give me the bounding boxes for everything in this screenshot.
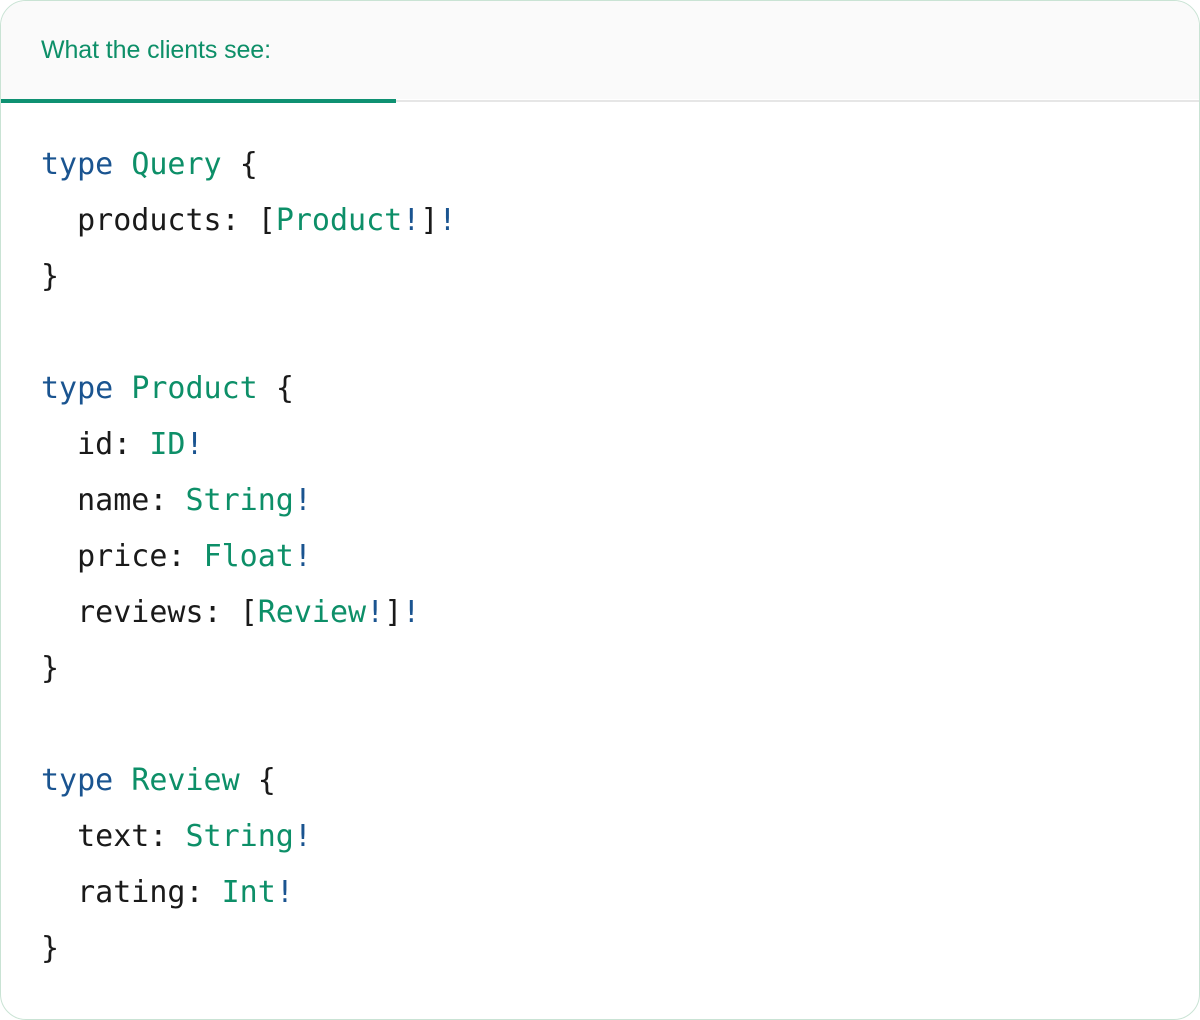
code-token-punct: : [203,595,222,630]
code-token-plain [186,539,204,574]
code-token-punct: : [113,427,132,462]
code-token-plain [167,819,185,854]
code-token-type: Review [257,595,367,630]
code-token-plain [41,483,77,518]
code-token-plain [113,371,131,406]
code-token-field: name [77,483,150,518]
code-token-bang: ! [402,203,421,238]
code-token-plain [113,763,131,798]
code-token-type: Query [131,147,222,182]
code-root: type Query { products: [Product!]!} type… [41,137,1199,977]
code-token-type: String [185,819,294,854]
code-line: price: Float! [41,529,1199,585]
code-token-plain [258,371,276,406]
code-token-kw: type [41,763,114,798]
code-line [41,697,1199,753]
code-line: reviews: [Review!]! [41,585,1199,641]
code-token-field: price [77,539,168,574]
code-token-field: id [77,427,114,462]
code-line: type Query { [41,137,1199,193]
code-token-punct: { [275,371,294,406]
code-token-plain [113,147,131,182]
code-line: rating: Int! [41,865,1199,921]
code-token-punct: } [41,259,60,294]
code-token-plain [240,203,258,238]
code-token-punct: : [185,875,204,910]
code-token-type: String [185,483,294,518]
code-token-type: Review [131,763,240,798]
code-token-bang: ! [438,203,457,238]
code-token-punct: { [257,763,276,798]
code-token-field: text [77,819,150,854]
code-token-punct: : [149,819,168,854]
panel-header-title: What the clients see: [41,35,271,64]
code-token-punct: ] [384,595,403,630]
code-token-kw: type [41,371,114,406]
header-divider [1,99,1199,103]
code-body: type Query { products: [Product!]!} type… [1,103,1199,977]
code-token-type: Int [221,875,276,910]
code-token-bang: ! [366,595,385,630]
code-token-plain [131,427,149,462]
code-token-plain [41,595,77,630]
code-token-bang: ! [293,483,312,518]
code-token-field: rating [77,875,186,910]
code-line: type Product { [41,361,1199,417]
code-token-field: reviews [77,595,204,630]
code-token-plain [41,875,77,910]
code-token-plain [41,203,77,238]
code-token-field: products [77,203,222,238]
code-token-type: Product [131,371,258,406]
code-token-plain [41,539,77,574]
code-token-type: Float [203,539,294,574]
code-token-punct: [ [257,203,276,238]
code-token-type: Product [275,203,403,238]
code-token-punct: : [167,539,186,574]
code-token-punct: : [221,203,240,238]
code-token-plain [222,147,240,182]
code-token-plain [41,819,77,854]
code-token-bang: ! [293,539,312,574]
code-token-punct: { [239,147,258,182]
code-line: } [41,641,1199,697]
code-token-punct: } [41,651,60,686]
code-token-bang: ! [293,819,312,854]
code-line: } [41,921,1199,977]
code-line: products: [Product!]! [41,193,1199,249]
code-line: id: ID! [41,417,1199,473]
code-token-bang: ! [185,427,204,462]
code-line: name: String! [41,473,1199,529]
code-token-type: ID [149,427,186,462]
graphql-schema-code: type Query { products: [Product!]!} type… [41,137,1199,977]
code-token-plain [204,875,222,910]
code-token-bang: ! [275,875,294,910]
code-token-punct: } [41,931,60,966]
code-line: type Review { [41,753,1199,809]
code-token-plain [167,483,185,518]
code-token-punct: ] [420,203,439,238]
code-token-punct: : [149,483,168,518]
divider-active-underline [1,99,396,103]
code-line: } [41,249,1199,305]
code-token-plain [222,595,240,630]
code-line: text: String! [41,809,1199,865]
code-token-kw: type [41,147,114,182]
code-token-punct: [ [239,595,258,630]
code-token-plain [41,427,77,462]
code-line [41,305,1199,361]
code-token-plain [240,763,258,798]
panel-header: What the clients see: [1,1,1199,99]
divider-inactive-rule [1,100,1199,102]
code-token-bang: ! [402,595,421,630]
